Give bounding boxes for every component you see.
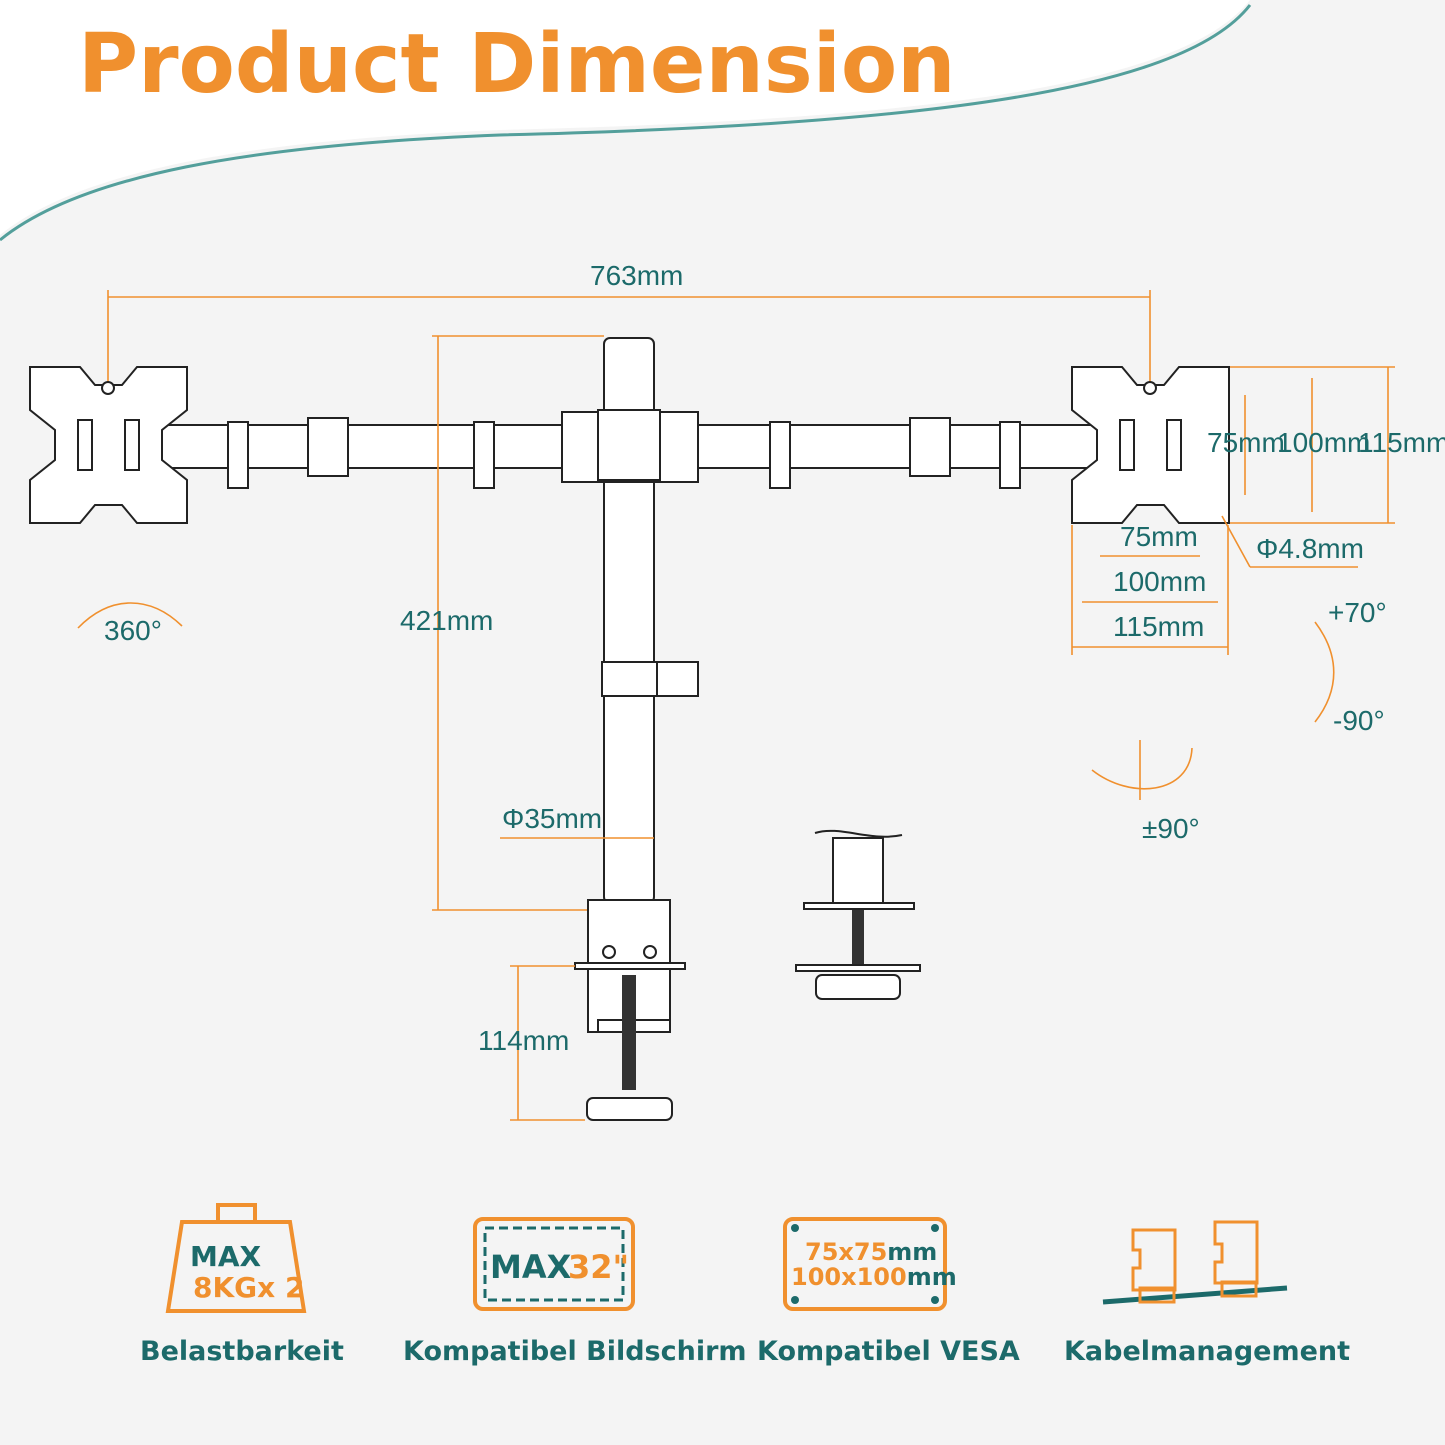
svg-text:8KGx 2: 8KGx 2 (193, 1271, 304, 1304)
width-dimension: 763mm (107, 260, 1151, 385)
swivel-range: ±90° (1091, 740, 1200, 844)
svg-text:100mm: 100mm (1113, 566, 1206, 597)
svg-text:75mm: 75mm (1120, 521, 1198, 552)
svg-text:421mm: 421mm (400, 605, 493, 636)
svg-text:MAX: MAX (490, 1248, 572, 1286)
feature-cable-management: Kabelmanagement (1064, 1220, 1350, 1367)
svg-text:115mm: 115mm (1358, 427, 1445, 458)
height-dimension: 421mm Φ35mm (400, 335, 654, 911)
svg-text:360°: 360° (104, 615, 162, 646)
svg-text:-90°: -90° (1333, 705, 1385, 736)
vesa-dimensions: 75mm 100mm 115mm 75mm 100mm 115mm Φ4.8mm (1071, 366, 1445, 655)
svg-text:Kabelmanagement: Kabelmanagement (1064, 1336, 1350, 1367)
svg-text:75x75mm: 75x75mm (805, 1238, 937, 1266)
svg-text:Φ35mm: Φ35mm (502, 803, 602, 834)
page-title: Product Dimension (78, 17, 956, 112)
feature-screen-size: MAX 32" Kompatibel Bildschirm (403, 1217, 747, 1367)
tilt-range: +70° -90° (1314, 597, 1387, 736)
arm (159, 409, 1101, 489)
header-swoosh (0, 0, 1250, 235)
vesa-plate-left (29, 366, 188, 524)
grommet-mount (795, 829, 921, 1000)
rotation-360: 360° (77, 602, 183, 646)
svg-text:Φ4.8mm: Φ4.8mm (1256, 533, 1364, 564)
svg-text:100x100mm: 100x100mm (791, 1263, 957, 1291)
svg-text:Belastbarkeit: Belastbarkeit (140, 1336, 344, 1367)
svg-text:+70°: +70° (1328, 597, 1387, 628)
header-swoosh-edge (0, 4, 1252, 242)
svg-text:32": 32" (568, 1248, 629, 1286)
clamp-dimension: 114mm (478, 965, 585, 1121)
svg-text:Kompatibel VESA: Kompatibel VESA (757, 1336, 1020, 1367)
feature-vesa: 75x75mm 100x100mm Kompatibel VESA (757, 1217, 1020, 1367)
svg-text:75mm: 75mm (1207, 427, 1285, 458)
svg-text:114mm: 114mm (478, 1025, 569, 1056)
desk-clamp (574, 899, 686, 1121)
svg-text:±90°: ±90° (1142, 813, 1200, 844)
svg-text:115mm: 115mm (1113, 611, 1204, 642)
svg-text:100mm: 100mm (1277, 427, 1370, 458)
feature-load-capacity: MAX 8KGx 2 Belastbarkeit (140, 1203, 344, 1367)
svg-text:Kompatibel Bildschirm: Kompatibel Bildschirm (403, 1336, 747, 1367)
svg-text:763mm: 763mm (590, 260, 683, 291)
svg-text:MAX: MAX (190, 1240, 262, 1273)
vesa-plate-right (1071, 366, 1230, 524)
